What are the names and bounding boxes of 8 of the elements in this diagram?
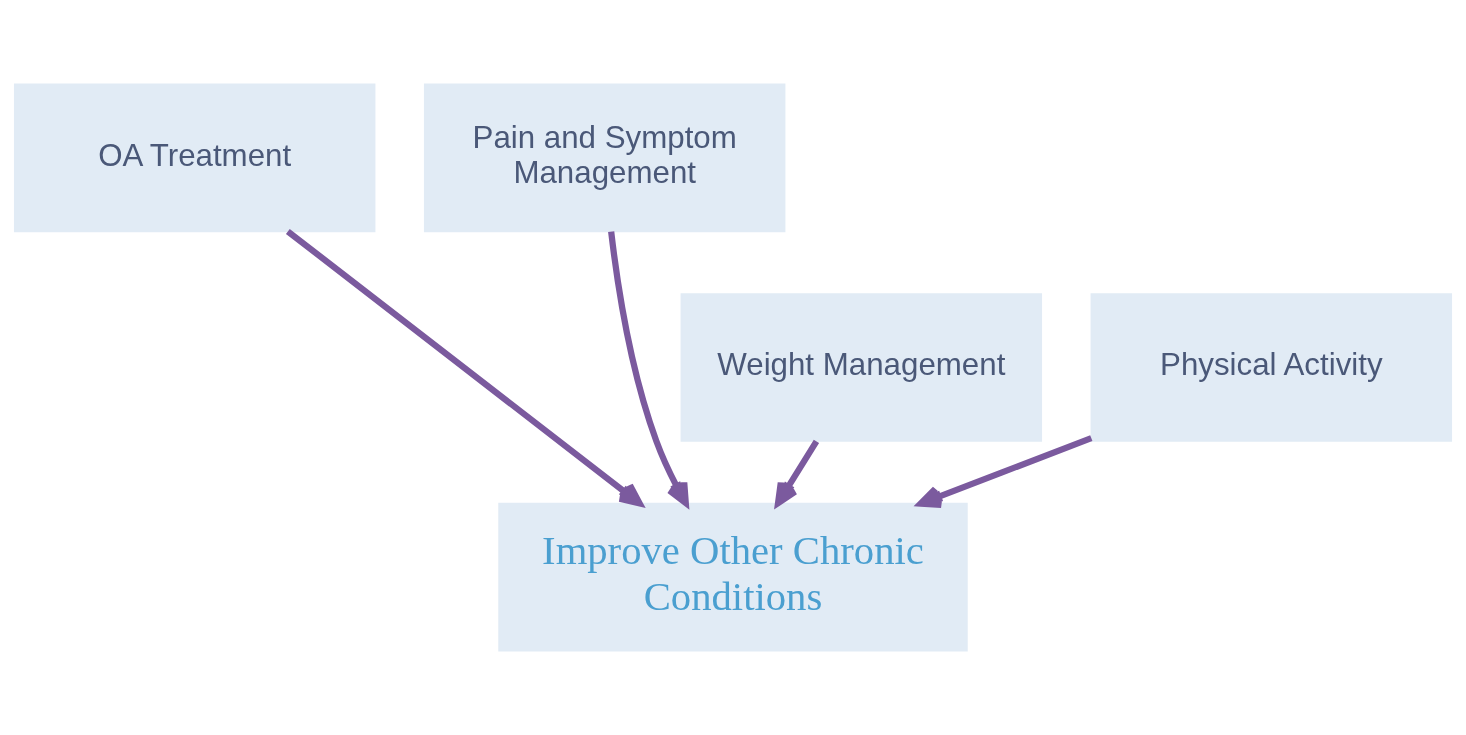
node-box: Weight Management bbox=[680, 293, 1043, 442]
node-box: Improve Other Chronic Conditions bbox=[498, 502, 968, 652]
node-box: OA Treatment bbox=[13, 83, 376, 233]
arrow bbox=[774, 439, 820, 507]
arrow bbox=[285, 228, 643, 507]
arrow bbox=[608, 231, 689, 507]
node-box: Pain and Symptom Management bbox=[423, 83, 786, 233]
node-box: Physical Activity bbox=[1090, 293, 1453, 442]
